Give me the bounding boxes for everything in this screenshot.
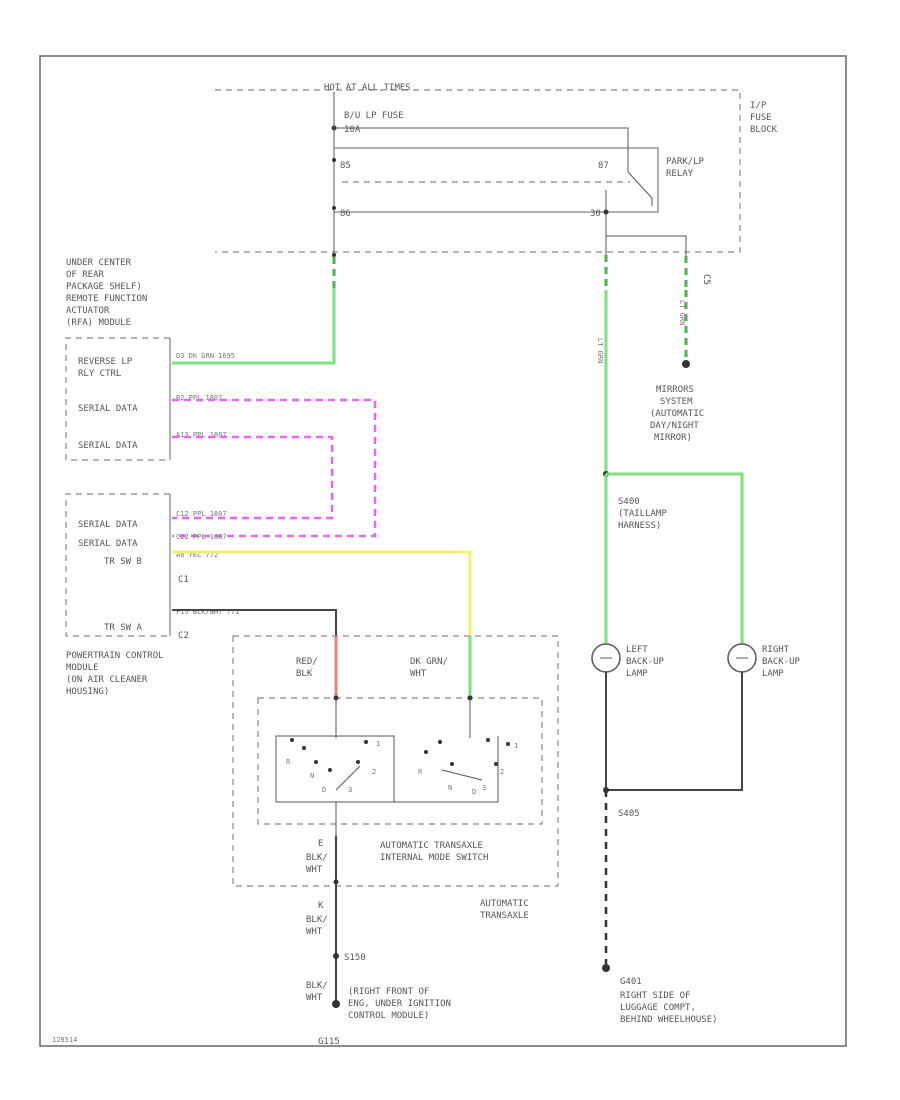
rfa-pin-reverse-lp: REVERSE LP RLY CTRL	[78, 357, 138, 379]
fuse-block-outline	[215, 89, 741, 253]
svg-text:R: R	[286, 758, 291, 766]
splice-s405-label: S405	[618, 809, 640, 819]
wire-772-label: A6 YEL 772	[176, 551, 218, 559]
serial-data-wire-2	[172, 435, 334, 520]
relay-contact-87	[627, 160, 653, 206]
wire-c12-label: C12 PPL 1807	[176, 510, 227, 518]
pcm-pin-serial-data-2: SERIAL DATA	[78, 539, 138, 549]
wire-771-label: F15 BLK/WHT 771	[176, 608, 239, 616]
transaxle-name: AUTOMATIC TRANSAXLE	[480, 899, 534, 921]
wire-1695-label: D3 DK GRN 1695	[176, 352, 235, 360]
relay-85-terminal	[332, 158, 336, 162]
fuse-block-label: I/P FUSE BLOCK	[750, 101, 778, 135]
wire-lt-grn-mirror-label: LT GRN	[678, 300, 686, 325]
svg-text:2: 2	[372, 768, 376, 776]
splice-dot	[332, 253, 336, 257]
wire-blk-wht-771	[172, 609, 337, 636]
wire-a13-label: A13 PPL 1807	[176, 431, 227, 439]
wire-lt-grn-center-label: LT GRN	[596, 338, 604, 363]
splice-s400-label: S400 (TAILLAMP HARNESS)	[618, 497, 672, 531]
svg-text:3: 3	[348, 786, 352, 794]
wire-c22-label: C22 PPL 1807	[176, 533, 227, 541]
pcm-pin-tr-sw-b: TR SW B	[104, 557, 142, 567]
wire-dk-grn-1695	[172, 288, 336, 365]
ground-wire-e: E BLK/ WHT	[306, 839, 333, 875]
pcm-connector-c2: C2	[178, 631, 189, 641]
svg-text:D: D	[322, 786, 326, 794]
ground-location-left: (RIGHT FRONT OF ENG, UNDER IGNITION CONT…	[348, 987, 456, 1021]
relay-86-terminal	[332, 206, 336, 210]
fuse-name: B/U LP FUSE	[344, 111, 404, 121]
pcm-pin-tr-sw-a: TR SW A	[104, 623, 143, 633]
diagram-code: 128514	[52, 1036, 77, 1044]
relay-label: PARK/LP RELAY	[666, 157, 709, 179]
ground-conn-e	[333, 879, 339, 885]
relay-pin-87: 87	[598, 161, 609, 171]
right-lamp-ground-wire	[606, 672, 743, 791]
pcm-name-label: POWERTRAIN CONTROL MODULE (ON AIR CLEANE…	[66, 651, 169, 697]
svg-text:3: 3	[482, 784, 486, 792]
svg-text:R: R	[418, 768, 423, 776]
relay-pin-85: 85	[340, 161, 351, 171]
fuse-rating: 10A	[344, 125, 361, 135]
rfa-location-label: UNDER CENTER OF REAR PACKAGE SHELF) REMO…	[66, 258, 153, 328]
ground-g401-symbol	[602, 964, 610, 972]
rfa-module-outline	[65, 337, 170, 461]
ground-g401-label: G401	[620, 977, 642, 987]
relay-pin-86: 86	[340, 209, 351, 219]
mirrors-system-label: MIRRORS SYSTEM (AUTOMATIC DAY/NIGHT MIRR…	[650, 385, 710, 443]
mode-switch-name: AUTOMATIC TRANSAXLE INTERNAL MODE SWITCH	[380, 841, 488, 863]
mode-switch-contact-right	[394, 736, 499, 803]
ground-left-wire-color: BLK/ WHT	[306, 981, 333, 1003]
hot-at-all-times-label: HOT AT ALL TIMES	[324, 83, 411, 93]
transaxle-outline	[232, 635, 559, 887]
mode-switch-outline	[257, 697, 543, 825]
ground-wire-k: K BLK/ WHT	[306, 901, 333, 937]
mirror-conn-dot	[682, 360, 690, 368]
connector-c5: C5	[701, 274, 711, 285]
right-lamp-label: RIGHT BACK-UP LAMP	[762, 645, 805, 679]
svg-text:1: 1	[514, 742, 518, 750]
wire-lt-grn-branch	[606, 472, 744, 648]
mode-switch-contact-left	[275, 735, 395, 803]
switch-left-contacts: R N D 3 2 1	[286, 738, 380, 794]
svg-text:N: N	[448, 784, 452, 792]
relay-pin-30: 30	[590, 209, 601, 219]
relay-30-terminal	[603, 209, 609, 215]
svg-text:N: N	[310, 772, 314, 780]
fuse-feed-wire	[333, 92, 629, 160]
wire-b2-label: B2 PPL 1807	[176, 394, 222, 402]
diagram-frame	[39, 55, 847, 1047]
ground-g115-label: G115	[318, 1037, 340, 1047]
svg-text:1: 1	[376, 740, 380, 748]
svg-text:D: D	[472, 788, 476, 796]
rfa-pin-serial-data-1: SERIAL DATA	[78, 404, 138, 414]
left-lamp-label: LEFT BACK-UP LAMP	[626, 645, 669, 679]
splice-s150	[333, 953, 339, 959]
transaxle-left-wire-color: RED/ BLK	[296, 657, 323, 679]
pcm-pin-serial-data-1: SERIAL DATA	[78, 520, 138, 530]
splice-s150-label: S150	[344, 953, 366, 963]
pcm-connector-c1: C1	[178, 575, 189, 585]
svg-text:2: 2	[500, 768, 504, 776]
ground-location-right: RIGHT SIDE OF LUGGAGE COMPT, BEHIND WHEE…	[620, 991, 718, 1025]
pcm-outline	[65, 493, 170, 637]
park-lp-relay-box	[333, 147, 659, 213]
wire-yel-772	[172, 550, 472, 636]
ground-g115-symbol	[332, 1000, 340, 1008]
rfa-pin-serial-data-2: SERIAL DATA	[78, 441, 138, 451]
transaxle-right-wire-color: DK GRN/ WHT	[410, 657, 453, 679]
serial-data-wire-1	[172, 398, 377, 538]
relay-30-wire	[605, 212, 687, 256]
